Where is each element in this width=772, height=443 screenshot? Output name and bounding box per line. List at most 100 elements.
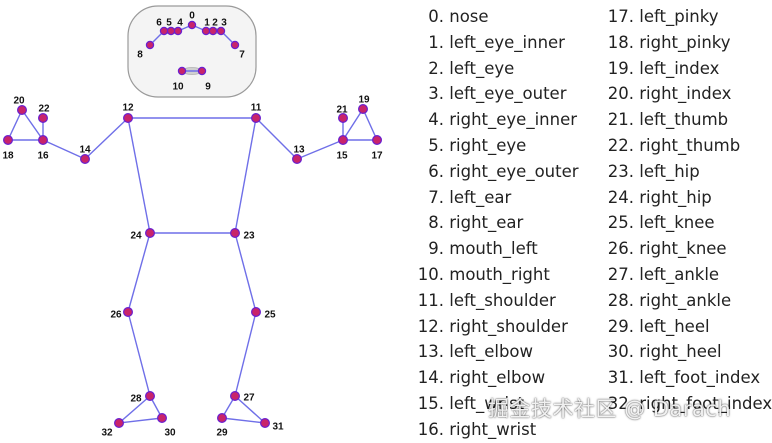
legend-item: 24. right_hip xyxy=(596,185,772,211)
bone-30-32 xyxy=(118,417,163,424)
legend-item-number: 18. xyxy=(607,32,634,52)
joint-17 xyxy=(372,135,383,146)
legend-item: 30. right_heel xyxy=(596,339,772,365)
legend-item-number: 17. xyxy=(607,7,634,26)
legend-item: 16. right_wrist xyxy=(412,417,579,443)
legend-item: 7. left_ear xyxy=(412,185,579,211)
legend-item-name: left_elbow xyxy=(444,342,534,362)
legend-item-number: 28. xyxy=(607,290,634,310)
joint-19 xyxy=(358,103,369,114)
legend-item-name: right_hip xyxy=(634,187,712,207)
legend-item-name: left_eye xyxy=(444,58,515,78)
legend-item-name: left_pinky xyxy=(634,7,719,26)
legend-item-name: right_elbow xyxy=(444,368,546,388)
joint-label-20: 20 xyxy=(13,96,25,107)
legend-item-number: 8. xyxy=(428,213,444,233)
legend-item-number: 12. xyxy=(417,316,444,336)
joint-22 xyxy=(37,112,48,123)
legend-item: 10. mouth_right xyxy=(412,262,579,288)
legend-item: 32. right_foot_index xyxy=(596,391,772,417)
legend-item-number: 3. xyxy=(428,84,444,104)
legend-item: 21. left_thumb xyxy=(596,107,772,133)
legend-item-name: right_eye xyxy=(444,135,527,155)
bone-13-15 xyxy=(296,139,344,160)
bone-23-25 xyxy=(234,232,257,313)
legend-item: 11. left_shoulder xyxy=(412,288,579,314)
legend-item-number: 15. xyxy=(417,393,444,413)
legend-item-number: 32. xyxy=(607,393,634,413)
legend-item-number: 11. xyxy=(417,290,444,310)
joint-6 xyxy=(159,26,169,36)
legend-item: 15. left_wrist xyxy=(412,391,579,417)
legend-item-name: right_ear xyxy=(444,213,524,233)
legend-item-name: left_index xyxy=(634,58,720,78)
joint-25 xyxy=(251,307,262,318)
legend-item-number: 23. xyxy=(607,161,634,181)
joint-0 xyxy=(187,20,197,30)
legend-item-name: right_knee xyxy=(634,239,727,259)
legend-item-name: nose xyxy=(444,7,489,26)
legend-item: 19. left_index xyxy=(596,56,772,82)
legend-item-name: left_thumb xyxy=(634,110,729,130)
joint-label-31: 31 xyxy=(272,422,284,433)
joint-label-2: 2 xyxy=(212,18,218,29)
legend-item: 14. right_elbow xyxy=(412,365,579,391)
legend-item-number: 29. xyxy=(607,316,634,336)
legend-item: 5. right_eye xyxy=(412,133,579,159)
bone-18-20 xyxy=(7,109,23,141)
joint-label-9: 9 xyxy=(205,82,211,93)
joint-13 xyxy=(292,154,303,165)
joint-label-1: 1 xyxy=(204,18,210,29)
legend-item-name: right_index xyxy=(634,84,732,104)
legend-item-name: left_wrist xyxy=(444,393,525,413)
legend-item: 23. left_hip xyxy=(596,159,772,185)
bone-28-32 xyxy=(118,395,151,424)
legend-item-number: 24. xyxy=(607,187,634,207)
legend-item-name: left_ankle xyxy=(634,264,720,284)
bone-12-14 xyxy=(84,117,129,160)
legend-item-name: left_shoulder xyxy=(444,290,556,310)
bone-29-31 xyxy=(221,417,266,424)
skeleton-bones xyxy=(7,24,378,424)
legend-item-number: 25. xyxy=(607,213,634,233)
legend-item: 8. right_ear xyxy=(412,210,579,236)
legend-item-name: right_shoulder xyxy=(444,316,568,336)
bone-16-20 xyxy=(21,109,44,141)
legend-item-number: 16. xyxy=(417,419,444,439)
legend-item: 29. left_heel xyxy=(596,314,772,340)
bone-24-26 xyxy=(127,232,151,313)
joint-label-27: 27 xyxy=(243,393,255,404)
joint-28 xyxy=(145,391,156,402)
legend-item-number: 31. xyxy=(607,368,634,388)
legend-item-name: mouth_left xyxy=(444,239,538,259)
joint-30 xyxy=(157,413,168,424)
legend-item-name: left_foot_index xyxy=(634,368,761,388)
legend-item-number: 4. xyxy=(428,110,444,130)
joint-label-25: 25 xyxy=(264,310,276,321)
legend-item: 18. right_pinky xyxy=(596,30,772,56)
legend-item: 28. right_ankle xyxy=(596,288,772,314)
joint-label-11: 11 xyxy=(251,103,262,114)
joint-label-16: 16 xyxy=(37,151,49,162)
joint-label-13: 13 xyxy=(293,145,305,156)
legend-item-name: right_ankle xyxy=(634,290,732,310)
legend-item-name: left_eye_outer xyxy=(444,84,567,104)
joint-label-30: 30 xyxy=(164,428,176,438)
joint-31 xyxy=(260,418,271,429)
legend-item: 3. left_eye_outer xyxy=(412,81,579,107)
joint-label-3: 3 xyxy=(221,18,227,29)
legend-item-number: 14. xyxy=(417,368,444,388)
legend-item-name: left_hip xyxy=(634,161,700,181)
legend-item: 0. nose xyxy=(412,4,579,30)
joint-21 xyxy=(338,112,349,123)
legend-item-name: left_ear xyxy=(444,187,512,207)
legend-item: 13. left_elbow xyxy=(412,339,579,365)
joint-label-7: 7 xyxy=(239,50,245,61)
legend-item: 6. right_eye_outer xyxy=(412,159,578,185)
legend-item: 20. right_index xyxy=(596,81,772,107)
joint-29 xyxy=(217,413,228,424)
legend-item-number: 26. xyxy=(607,239,634,259)
joint-label-23: 23 xyxy=(243,231,255,242)
